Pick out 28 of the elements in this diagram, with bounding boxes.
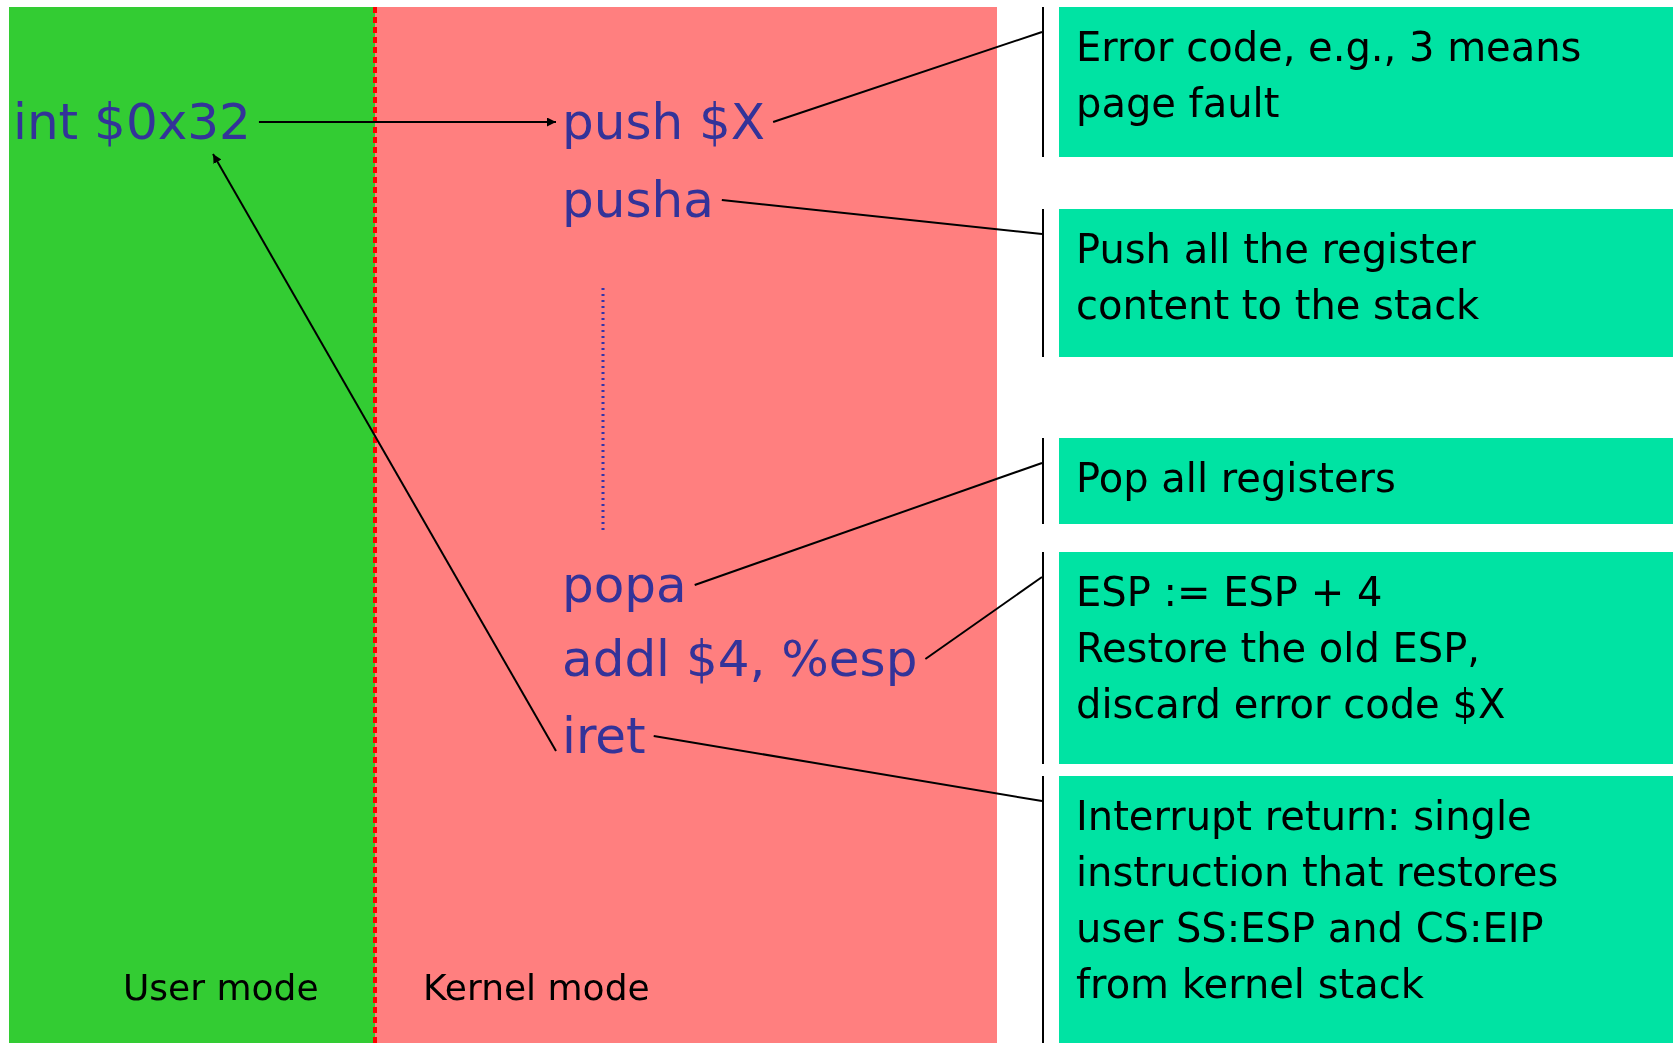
leader-line [772, 31, 1043, 123]
panel-title: Kernel mode [423, 967, 650, 1008]
arrow [257, 117, 557, 127]
instruction-text: popa [562, 555, 687, 615]
callout-text: Push all the register content to the stack [1076, 225, 1481, 330]
panel-title: User mode [123, 967, 319, 1008]
instruction-text: pusha [562, 170, 714, 230]
instruction-text: push $X [562, 92, 766, 152]
callout-text: Interrupt return: single instruction that restores user SS:ESP and CS:EIP from kernel stack [1076, 792, 1560, 1009]
mode-panel [9, 7, 375, 1043]
instruction-text: int $0x32 [13, 92, 251, 152]
callout-box [1042, 552, 1673, 764]
leader-line [652, 735, 1043, 802]
callout-text: Error code, e.g., 3 means page fault [1076, 23, 1583, 128]
callout-box [1042, 209, 1673, 357]
callout-box [1042, 7, 1673, 157]
arrow [212, 153, 557, 752]
callout-box [1042, 438, 1673, 524]
leader-line [693, 462, 1043, 586]
callout-box [1042, 776, 1673, 1043]
mode-panel [375, 7, 997, 1043]
instruction-text: iret [562, 706, 646, 766]
leader-line [924, 576, 1043, 660]
instruction-text: addl $4, %esp [562, 629, 918, 689]
callout-text: Restore the old ESP, discard error code $X [1076, 624, 1507, 729]
callout-text: Pop all registers [1076, 454, 1397, 503]
callout-text: ESP := ESP + 4 [1076, 568, 1384, 617]
leader-line [720, 199, 1043, 235]
